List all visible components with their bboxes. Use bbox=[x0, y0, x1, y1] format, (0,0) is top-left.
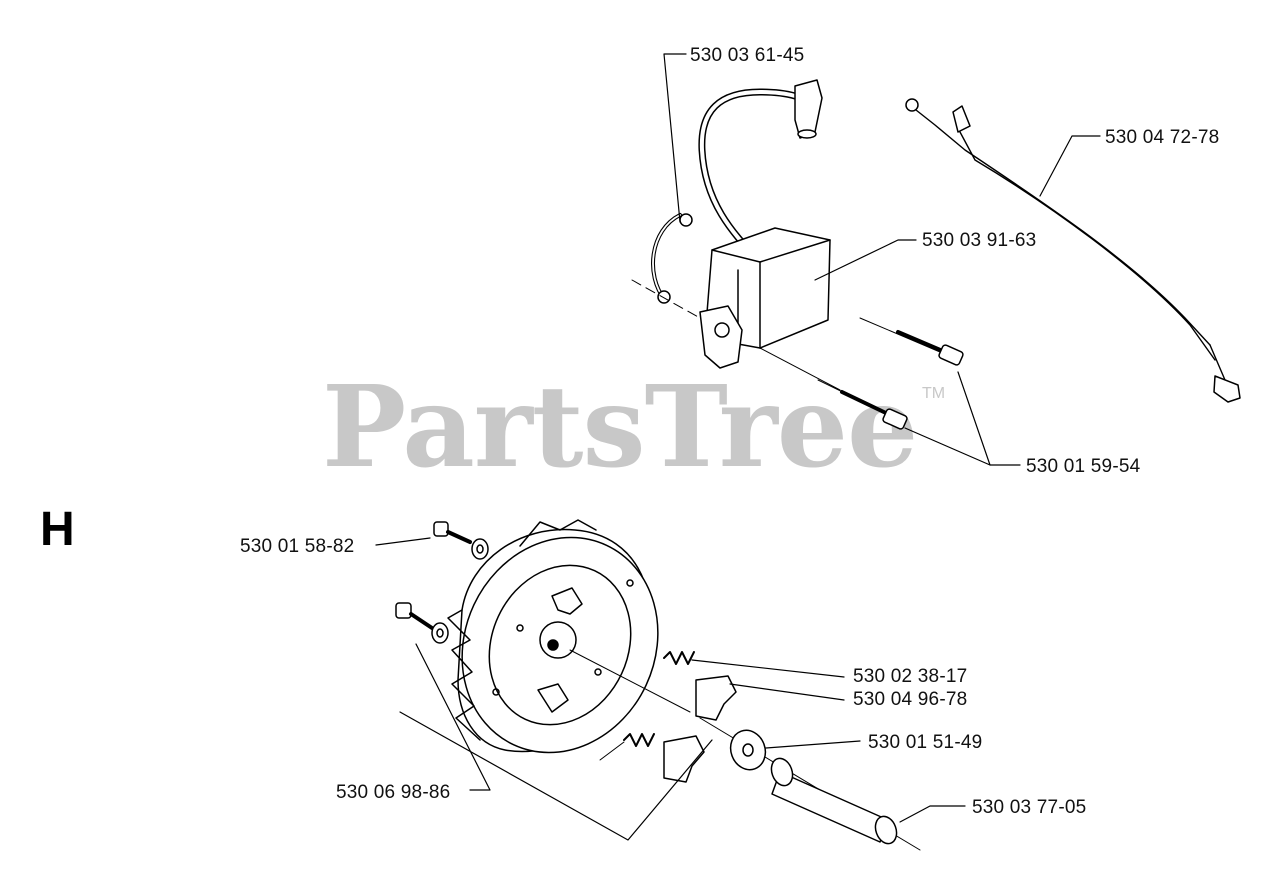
sleeve-drawing bbox=[770, 757, 898, 845]
part-label-flywheel-assembly[interactable]: 530 06 98-86 bbox=[336, 782, 451, 803]
part-label-pawl-spring[interactable]: 530 02 38-17 bbox=[853, 666, 968, 687]
pawl-spring-drawing bbox=[599, 651, 695, 761]
part-label-short-circuit-cable[interactable]: 530 04 72-78 bbox=[1105, 127, 1220, 148]
washer-drawing bbox=[729, 729, 767, 771]
ignition-module-drawing bbox=[631, 79, 964, 430]
leader-lines bbox=[375, 53, 1101, 841]
flywheel-screw-side-drawing bbox=[395, 602, 449, 644]
part-label-starter-pawl[interactable]: 530 04 96-78 bbox=[853, 689, 968, 710]
part-label-sleeve[interactable]: 530 03 77-05 bbox=[972, 797, 1087, 818]
module-screw-upper bbox=[859, 317, 964, 366]
section-letter: H bbox=[40, 503, 75, 556]
part-label-module-screw[interactable]: 530 01 59-54 bbox=[1026, 456, 1141, 477]
part-label-flywheel-screw-top[interactable]: 530 01 58-82 bbox=[240, 536, 355, 557]
watermark-trademark: TM bbox=[922, 385, 946, 402]
flywheel-drawing bbox=[447, 519, 921, 851]
short-circuit-cable-drawing bbox=[905, 98, 1241, 403]
part-label-washer[interactable]: 530 01 51-49 bbox=[868, 732, 983, 753]
starter-pawl-drawing bbox=[663, 675, 737, 783]
watermark-text: PartsTree bbox=[322, 362, 918, 493]
part-label-ignition-lead-clamp[interactable]: 530 03 61-45 bbox=[690, 45, 805, 66]
flywheel-screw-top-drawing bbox=[433, 521, 489, 560]
module-screw-lower bbox=[817, 379, 908, 430]
part-label-ignition-module[interactable]: 530 03 91-63 bbox=[922, 230, 1037, 251]
